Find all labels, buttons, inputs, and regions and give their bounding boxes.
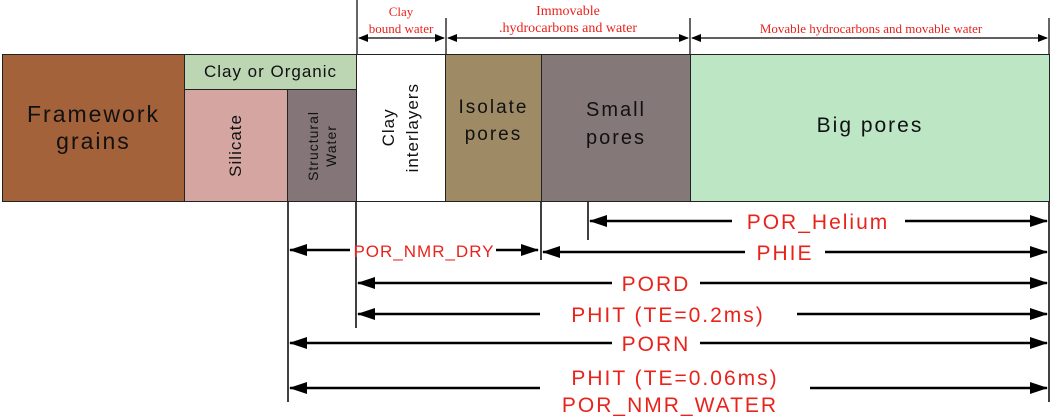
silicate-block: Silicate xyxy=(184,89,288,202)
clay-interlayers-block: Clay interlayers xyxy=(356,54,446,202)
clay-organic-block: Clay or Organic xyxy=(184,54,357,90)
phit-02-label: PHIT (TE=0.2ms) xyxy=(571,304,765,327)
structural-water-block: Structural Water xyxy=(287,89,357,202)
framework-grains-block: Framework grains xyxy=(2,54,185,202)
header-clay-bound-water: Clay bound water xyxy=(368,4,434,36)
phie-label: PHIE xyxy=(756,242,813,265)
framework-grains-label: Framework grains xyxy=(26,101,160,154)
small-pores-label: Small pores xyxy=(585,99,647,149)
pord-label: PORD xyxy=(622,273,691,296)
header-ticks xyxy=(356,0,1050,54)
header-immovable: Immovable .hydrocarbons and water xyxy=(498,4,637,36)
phit-006-label: PHIT (TE=0.06ms) xyxy=(571,367,778,390)
por-nmr-dry-label: POR_NMR_DRY xyxy=(353,242,494,261)
header-movable: Movable hydrocarbons and movable water xyxy=(759,21,983,36)
por-nmr-water-label: POR_NMR_WATER xyxy=(562,394,778,417)
big-pores-label: Big pores xyxy=(816,114,924,137)
isolate-pores-label: Isolate pores xyxy=(458,97,529,145)
por-helium-label: POR_Helium xyxy=(747,211,890,234)
isolate-pores-block: Isolate pores xyxy=(445,54,542,202)
big-pores-block: Big pores xyxy=(690,54,1050,202)
small-pores-block: Small pores xyxy=(541,54,691,202)
clay-organic-label: Clay or Organic xyxy=(203,62,338,81)
porn-label: PORN xyxy=(622,333,691,356)
reference-lines xyxy=(287,202,1050,402)
